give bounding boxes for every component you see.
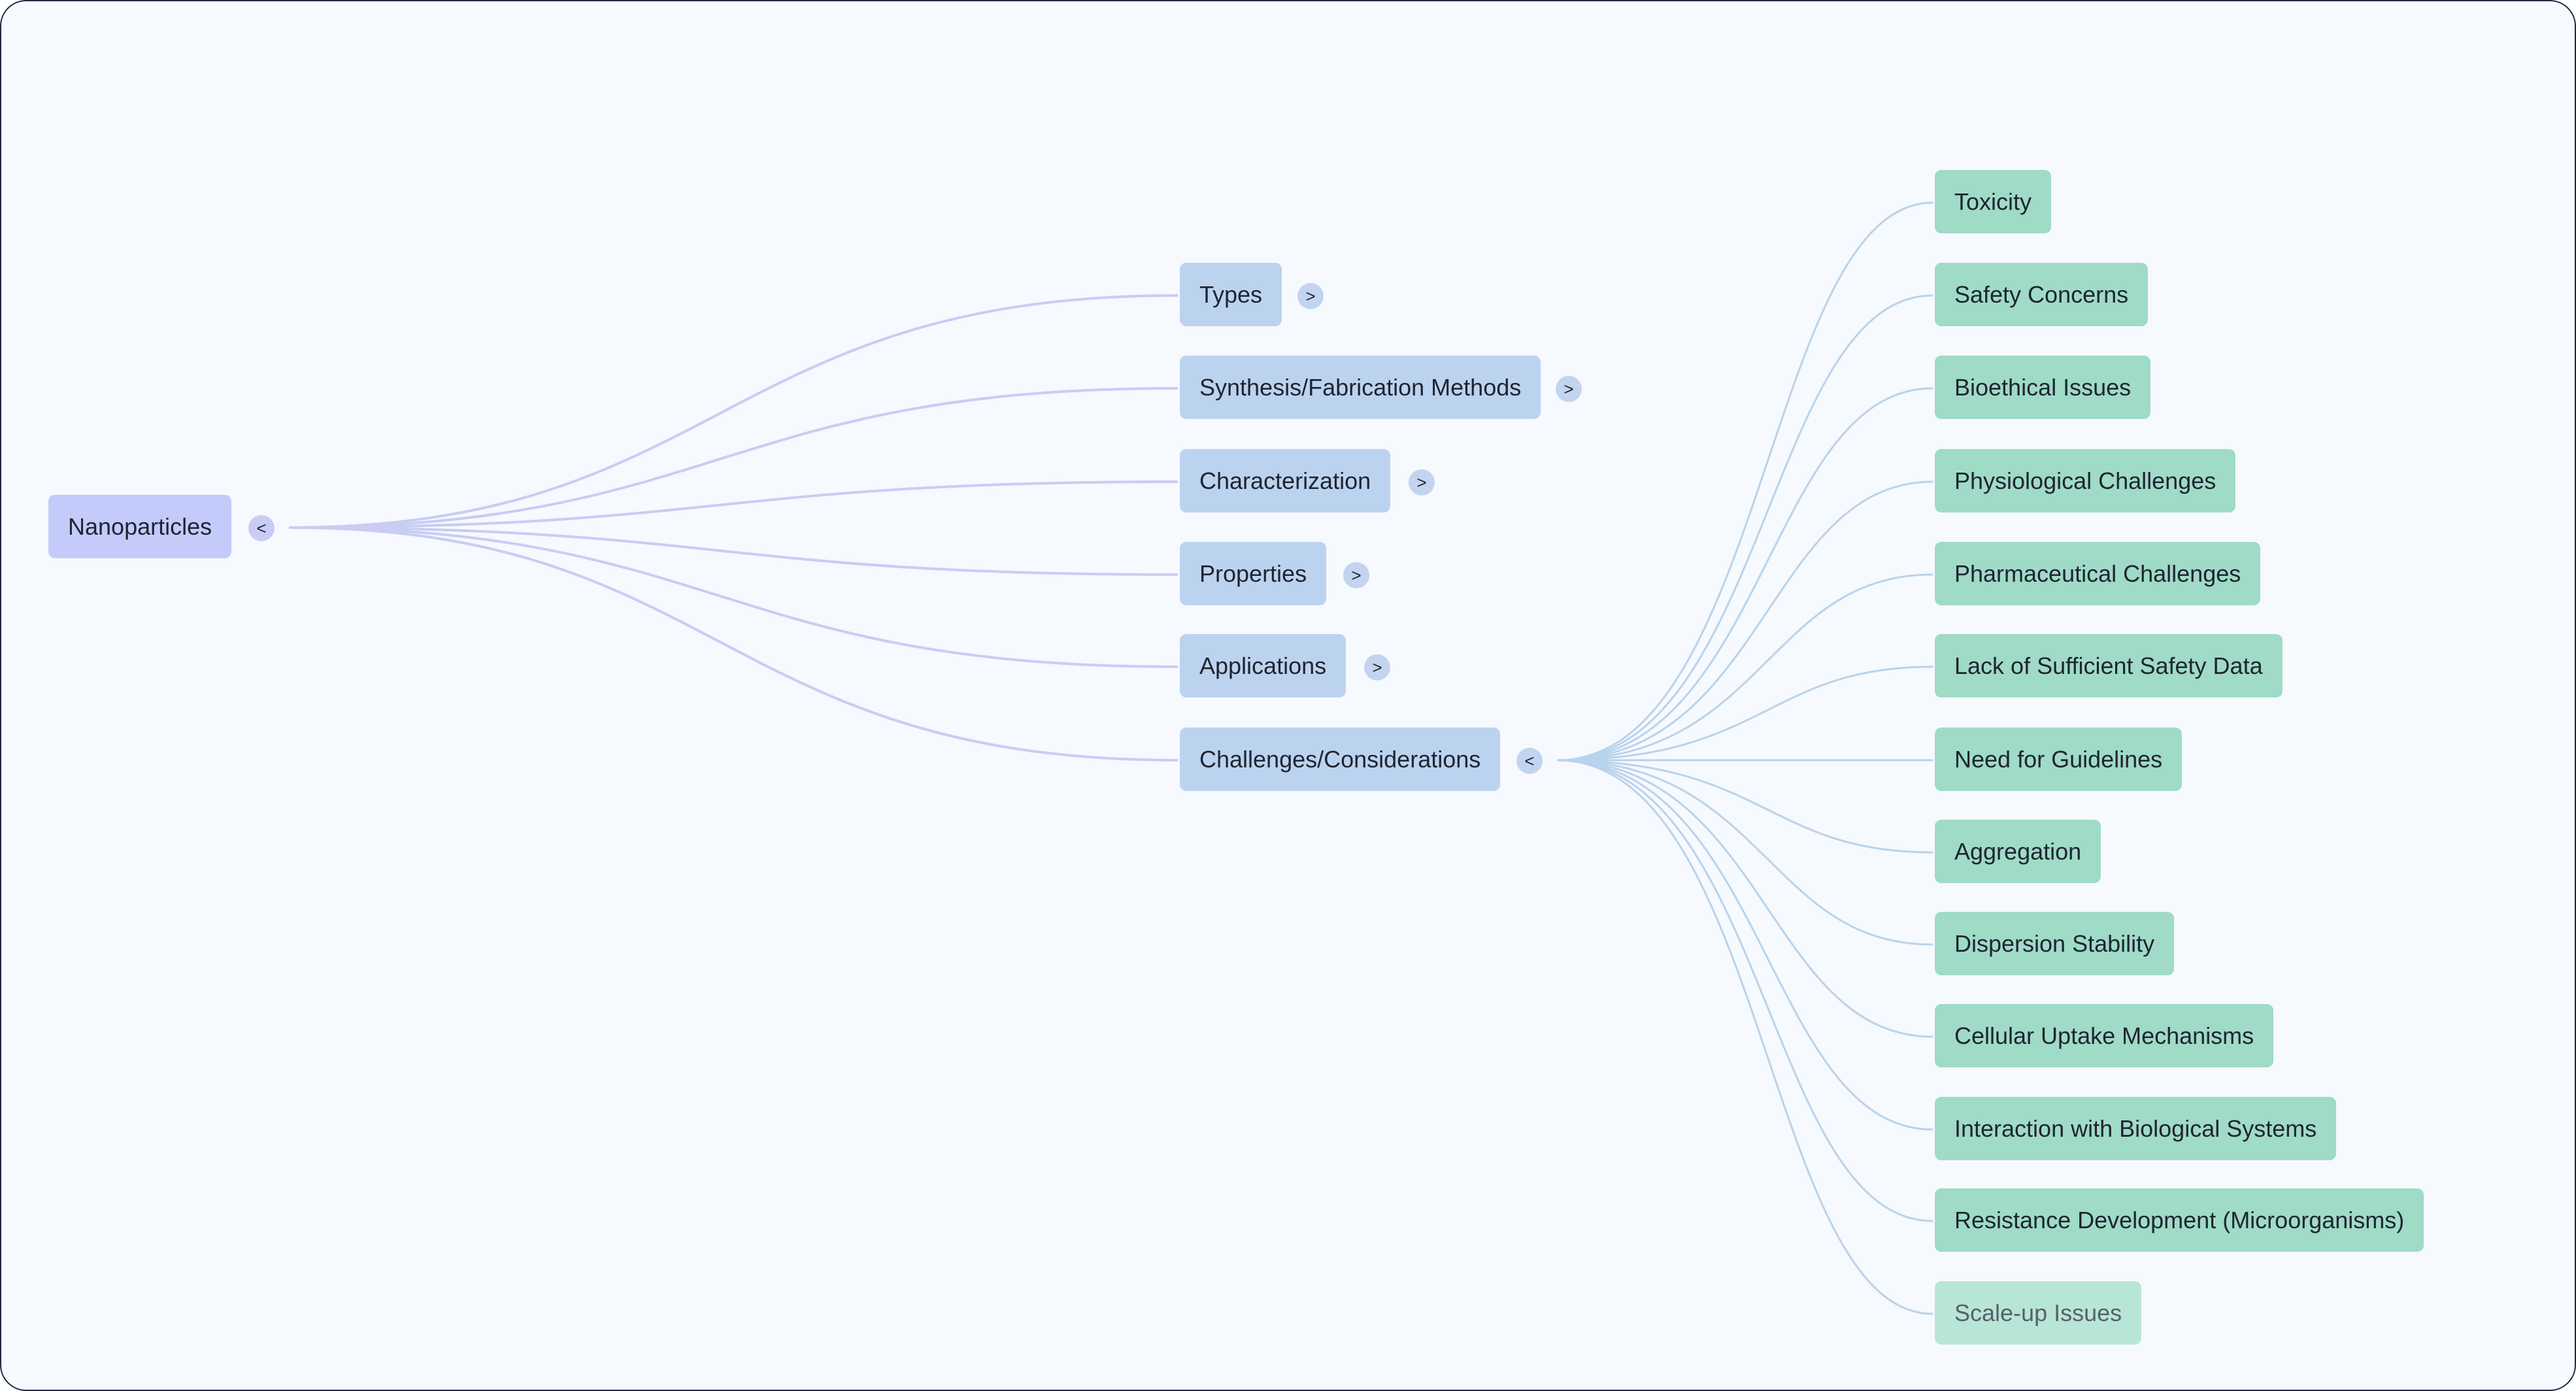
expand-toggle-characterization[interactable]: > [1409,469,1435,495]
link-challenges-interaction [1556,759,1933,1131]
node-properties[interactable]: Properties [1180,542,1327,605]
link-root-properties [288,526,1179,576]
link-challenges-resistance [1556,759,1933,1222]
node-nanoparticles[interactable]: Nanoparticles [48,495,232,558]
link-root-characterization [288,480,1179,529]
link-root-types [288,294,1179,529]
node-characterization[interactable]: Characterization [1180,449,1391,512]
collapse-toggle-nanoparticles[interactable]: < [248,515,275,541]
expand-toggle-applications[interactable]: > [1364,654,1390,680]
link-challenges-dispersion [1556,759,1933,946]
link-root-synthesis [288,387,1179,529]
node-synthesis-fabrication-methods[interactable]: Synthesis/Fabrication Methods [1180,356,1541,419]
link-challenges-physiological [1556,480,1933,762]
node-need-for-guidelines[interactable]: Need for Guidelines [1935,728,2183,791]
node-resistance-development[interactable]: Resistance Development (Microorganisms) [1935,1188,2424,1252]
node-challenges-considerations[interactable]: Challenges/Considerations [1180,728,1501,791]
node-toxicity[interactable]: Toxicity [1935,170,2052,233]
collapse-toggle-challenges[interactable]: < [1516,748,1543,774]
node-safety-concerns[interactable]: Safety Concerns [1935,263,2149,326]
node-types[interactable]: Types [1180,263,1282,326]
expand-toggle-synthesis[interactable]: > [1556,376,1582,402]
link-root-applications [288,526,1179,668]
link-challenges-safety [1556,294,1933,762]
link-challenges-aggregation [1556,759,1933,854]
node-pharmaceutical-challenges[interactable]: Pharmaceutical Challenges [1935,542,2261,605]
node-aggregation[interactable]: Aggregation [1935,820,2101,883]
link-challenges-bioethical [1556,387,1933,762]
link-root-challenges [288,526,1179,762]
node-physiological-challenges[interactable]: Physiological Challenges [1935,449,2236,512]
node-dispersion-stability[interactable]: Dispersion Stability [1935,912,2175,975]
node-applications[interactable]: Applications [1180,634,1347,697]
node-scale-up-issues[interactable]: Scale-up Issues [1935,1281,2142,1345]
link-challenges-toxicity [1556,201,1933,762]
link-challenges-scaleup [1556,759,1933,1315]
link-challenges-uptake [1556,759,1933,1038]
link-challenges-pharmaceutical [1556,573,1933,762]
node-lack-of-safety-data[interactable]: Lack of Sufficient Safety Data [1935,634,2283,697]
node-interaction-biological-systems[interactable]: Interaction with Biological Systems [1935,1097,2337,1160]
expand-toggle-properties[interactable]: > [1343,562,1369,588]
node-bioethical-issues[interactable]: Bioethical Issues [1935,356,2151,419]
link-challenges-safety-data [1556,665,1933,762]
expand-toggle-types[interactable]: > [1297,283,1324,309]
node-cellular-uptake-mechanisms[interactable]: Cellular Uptake Mechanisms [1935,1004,2274,1067]
